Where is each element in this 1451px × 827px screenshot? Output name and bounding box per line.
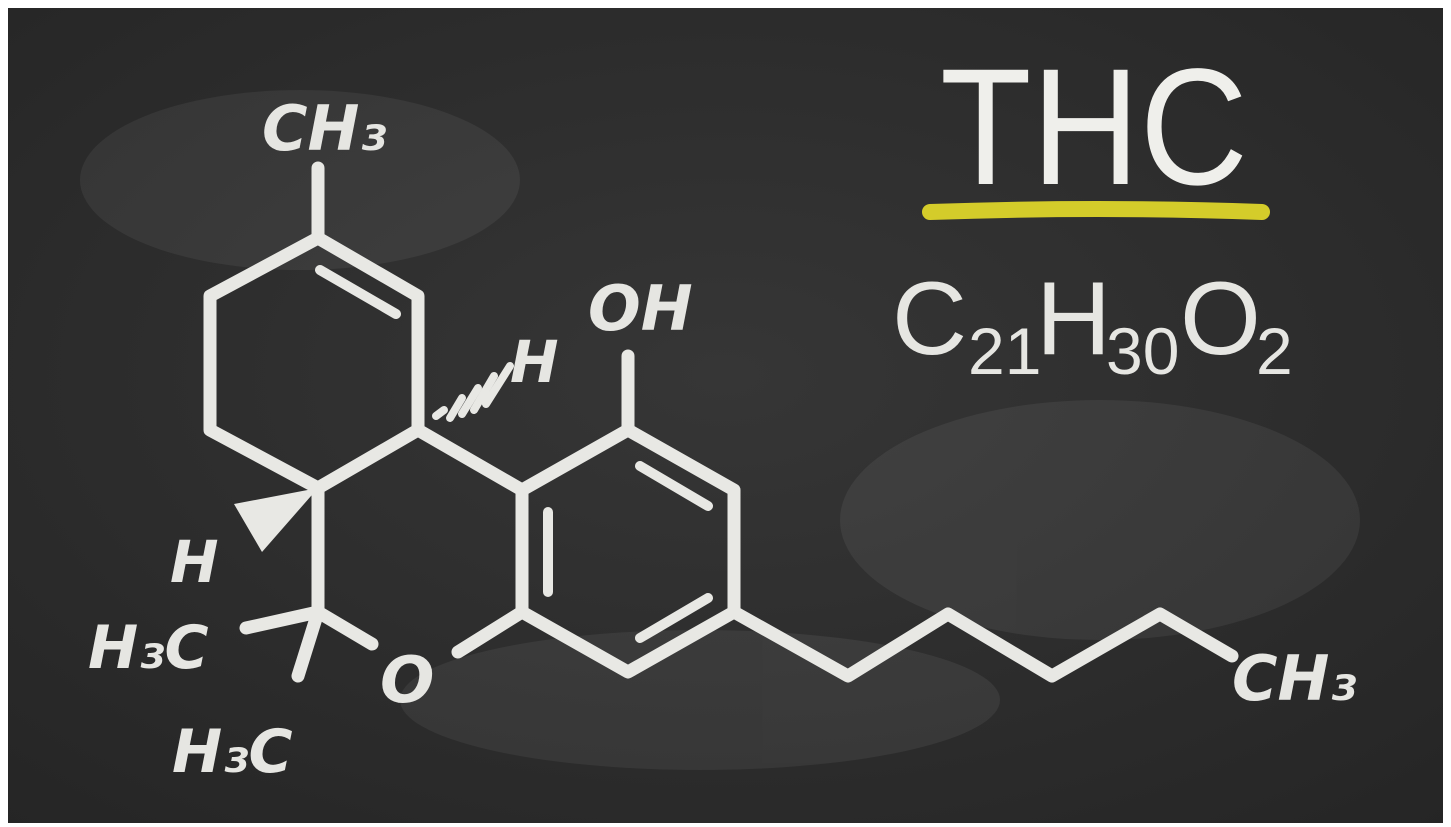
ring-a-double-bond — [315, 265, 401, 319]
label-methyl-left-upper: H₃C — [88, 613, 209, 683]
molecule-structure — [203, 161, 1239, 683]
pentyl-chain — [727, 605, 1239, 683]
label-oxygen-ring: O — [380, 644, 434, 718]
formula-hydrogen: H — [1036, 261, 1111, 377]
bond-o-to-aromatic — [451, 605, 529, 659]
label-hydrogen-wedge: H — [170, 528, 219, 596]
wedge-bond — [234, 488, 318, 552]
formula-carbon-count: 21 — [968, 314, 1041, 388]
ring-c-double-2 — [635, 461, 713, 511]
formula-oxygen-count: 2 — [1256, 314, 1293, 388]
label-hydrogen-hash: H — [510, 328, 559, 396]
bond-c-to-o — [311, 605, 379, 651]
label-hydroxyl: OH — [588, 272, 693, 345]
label-methyl-left-lower: H₃C — [172, 717, 293, 787]
formula-carbon: C — [892, 261, 967, 377]
hashed-bond — [432, 362, 514, 422]
board-background — [8, 8, 1443, 823]
bond-methyl-left-lower — [291, 605, 325, 683]
title-underline — [922, 201, 1270, 220]
formula-oxygen: O — [1180, 261, 1261, 377]
atom-labels: CH₃ OH H H H₃C H₃C O CH₃ — [88, 92, 1357, 787]
bond-methyl-left-upper — [239, 605, 325, 635]
label-methyl-chain-end: CH₃ — [1232, 642, 1357, 715]
formula-hydrogen-count: 30 — [1106, 314, 1179, 388]
compound-title: THC — [940, 35, 1248, 220]
molecular-formula: C 21 H 30 O 2 — [892, 261, 1293, 388]
label-methyl-top: CH₃ — [262, 92, 387, 165]
ring-c-double-3 — [635, 593, 713, 643]
chalk-smudges — [80, 90, 1360, 770]
